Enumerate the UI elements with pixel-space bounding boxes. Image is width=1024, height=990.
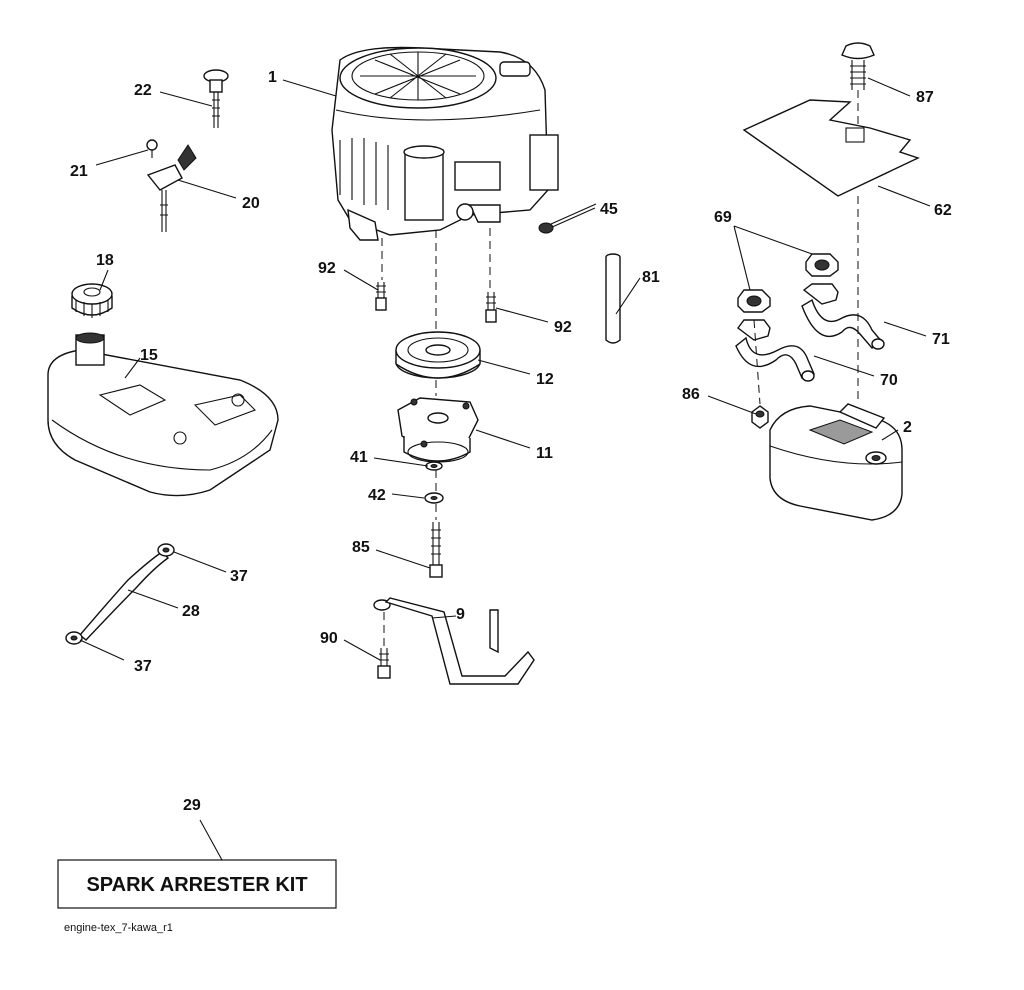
cap-87-part: [841, 42, 875, 90]
callout-labels: 1 22 21 20 18 15 92 92 12 11 41 42 85 9 …: [70, 69, 952, 814]
fuel-shutoff-part: [146, 69, 229, 232]
nut-86-part: [751, 405, 769, 429]
spark-arrester-kit-box: SPARK ARRESTER KIT: [57, 859, 337, 909]
callout-45: 45: [600, 201, 618, 218]
fuel-tank-part: [47, 283, 279, 497]
engine-part: [331, 46, 559, 241]
callout-87: 87: [916, 89, 934, 106]
heat-shield-62-part: [742, 99, 920, 197]
callout-37-top: 37: [230, 568, 248, 585]
leader-lines: [79, 77, 931, 861]
centerlines: [381, 90, 859, 646]
callout-71: 71: [932, 331, 950, 348]
gasket-69-lower: [737, 289, 771, 313]
callout-37-bottom: 37: [134, 658, 152, 675]
bracket-9-part: [373, 597, 535, 685]
fuel-line-part: [79, 551, 170, 641]
callout-92-right: 92: [554, 319, 572, 336]
diagram-code: engine-tex_7-kawa_r1: [64, 922, 173, 934]
callout-2: 2: [903, 419, 912, 436]
muffler-part: [769, 403, 903, 521]
bolt-90-part: [377, 648, 391, 679]
callout-12: 12: [536, 371, 554, 388]
washer-42-part: [424, 492, 444, 504]
callout-21: 21: [70, 163, 88, 180]
callout-85: 85: [352, 539, 370, 556]
exhaust-pipe-70-part: [735, 319, 815, 382]
exhaust-pipe-71-part: [801, 283, 885, 350]
callout-28: 28: [182, 603, 200, 620]
bolt-92-right: [485, 292, 497, 323]
tube-81-part: [605, 253, 621, 344]
callout-90: 90: [320, 630, 338, 647]
callout-41: 41: [350, 449, 368, 466]
callout-18: 18: [96, 252, 114, 269]
callout-86: 86: [682, 386, 700, 403]
callout-29: 29: [183, 797, 201, 814]
bolt-92-left: [375, 282, 387, 311]
callout-11: 11: [536, 445, 553, 462]
callout-42: 42: [368, 487, 386, 504]
clutch-part: [397, 397, 479, 463]
bolt-85-part: [429, 522, 443, 578]
callout-9: 9: [456, 606, 465, 623]
callout-62: 62: [934, 202, 952, 219]
callout-69: 69: [714, 209, 732, 226]
callout-1: 1: [268, 69, 277, 86]
item-45-part: [538, 203, 597, 234]
callout-81: 81: [642, 269, 660, 286]
callout-92-left: 92: [318, 260, 336, 277]
callout-20: 20: [242, 195, 260, 212]
callout-22: 22: [134, 82, 152, 99]
pulley-part: [395, 331, 481, 379]
spark-arrester-kit-label: SPARK ARRESTER KIT: [86, 874, 307, 896]
callout-70: 70: [880, 372, 898, 389]
clamp-37-top: [157, 543, 175, 557]
callout-15: 15: [140, 347, 158, 364]
clamp-37-bottom: [65, 631, 83, 645]
gasket-69-upper: [805, 253, 839, 277]
washer-41-part: [425, 461, 443, 471]
